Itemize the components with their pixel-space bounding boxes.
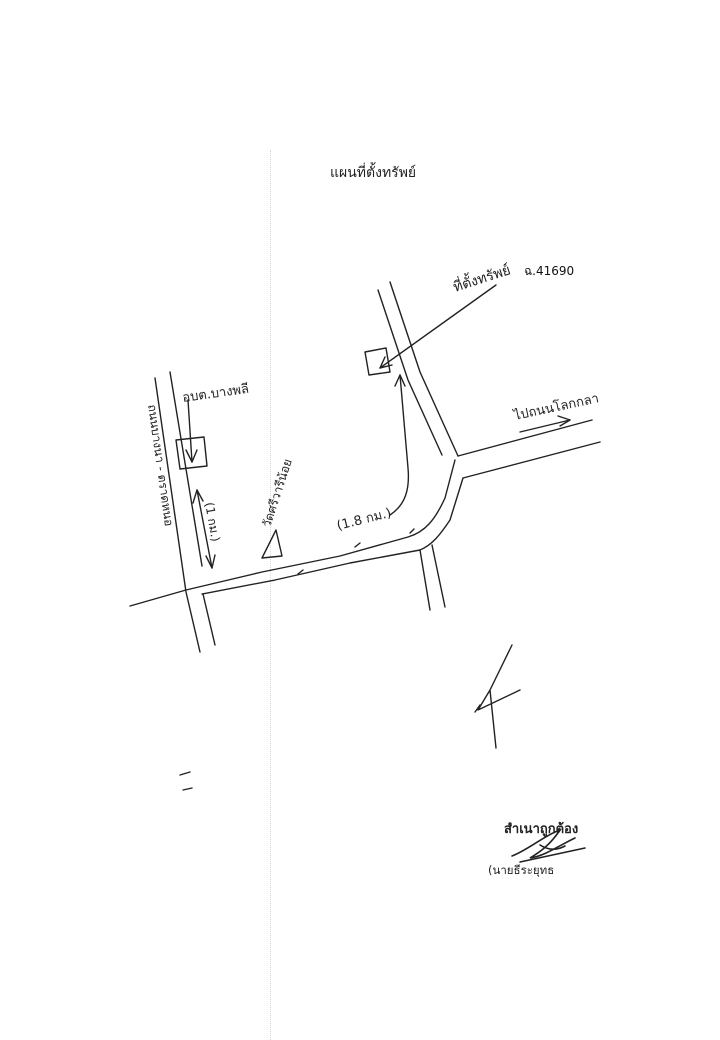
left-road-lower-east (202, 593, 216, 646)
north-arrow (477, 644, 521, 749)
deed-number: ฉ.41690 (524, 264, 575, 278)
temple-marker (261, 529, 283, 559)
east-arrow (519, 419, 571, 433)
lower-road-west-edge (419, 549, 431, 611)
main-road-label: ถนนบางนา - ตราดหนอ (145, 403, 176, 527)
property-pointer (379, 284, 497, 369)
route-arrow (389, 374, 410, 516)
temple-label: วัดศรีวารีน้อย (260, 457, 295, 529)
office-label: อบต.บางพลี (181, 381, 250, 406)
lower-road-east-edge (431, 544, 446, 608)
office-box (175, 436, 208, 470)
certify-text: สำเนาถูกต้อง (504, 822, 579, 837)
east-road-south-edge (462, 441, 601, 479)
upper-road-west-edge (377, 289, 443, 456)
main-road-south-edge (201, 477, 464, 595)
km-right-label: (1.8 กม.) (335, 506, 393, 534)
property-label: ที่ตั้งทรัพย์ (450, 259, 512, 295)
main-road-north-edge (129, 459, 456, 607)
office-pointer (187, 399, 193, 463)
signer-text: (นายธีระยุทธ (488, 863, 555, 877)
left-road-edge-west (154, 377, 201, 653)
upper-road-east-edge (389, 281, 459, 457)
signature (511, 828, 586, 863)
distance-arrow-left (196, 489, 213, 569)
to-road-label: ไปถนนโลกกลา (512, 390, 601, 424)
page-fold-line (270, 150, 271, 1040)
map-title: แผนที่ตั้งทรัพย์ (330, 165, 417, 181)
east-road-north-edge (457, 419, 593, 457)
property-box (364, 347, 391, 376)
km-left-label: (1 กม.) (202, 501, 223, 543)
